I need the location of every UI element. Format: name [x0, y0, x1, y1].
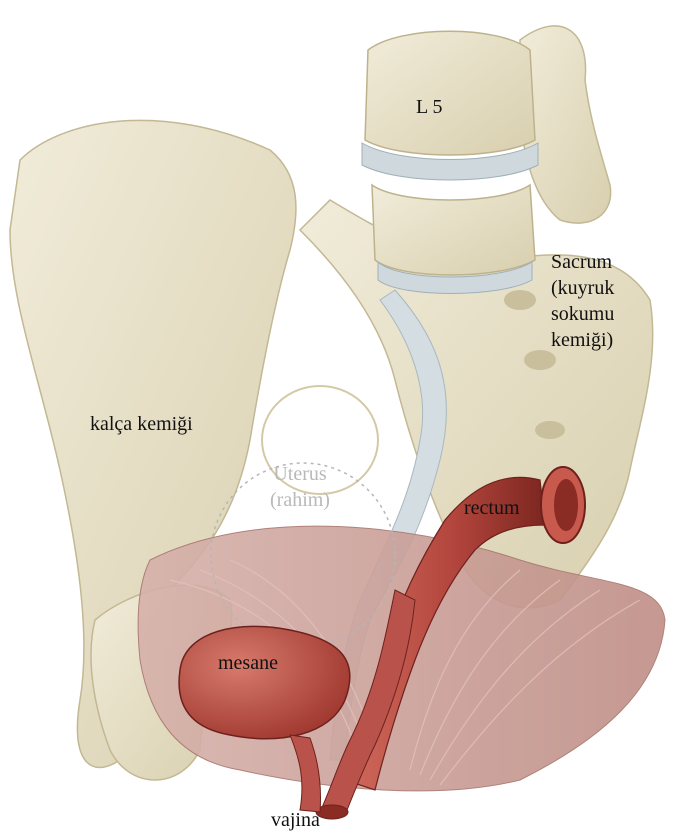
- bladder-organ: [179, 626, 350, 738]
- sacral-foramen: [504, 290, 536, 310]
- sacral-foramen: [524, 350, 556, 370]
- label-sacrum: Sacrum (kuyruk sokumu kemiği): [551, 249, 614, 353]
- sacral-promontory: [372, 185, 535, 275]
- label-rectum: rectum: [464, 496, 520, 520]
- label-vagina: vajina: [271, 808, 320, 832]
- rectum-lumen: [554, 479, 578, 531]
- label-bladder: mesane: [218, 651, 278, 675]
- label-l5: L 5: [416, 95, 442, 119]
- label-uterus: Uterus (rahim): [251, 461, 349, 513]
- sacral-foramen: [535, 421, 565, 439]
- l5-vertebra-body: [365, 31, 535, 155]
- label-hip-bone: kalça kemiği: [90, 412, 193, 436]
